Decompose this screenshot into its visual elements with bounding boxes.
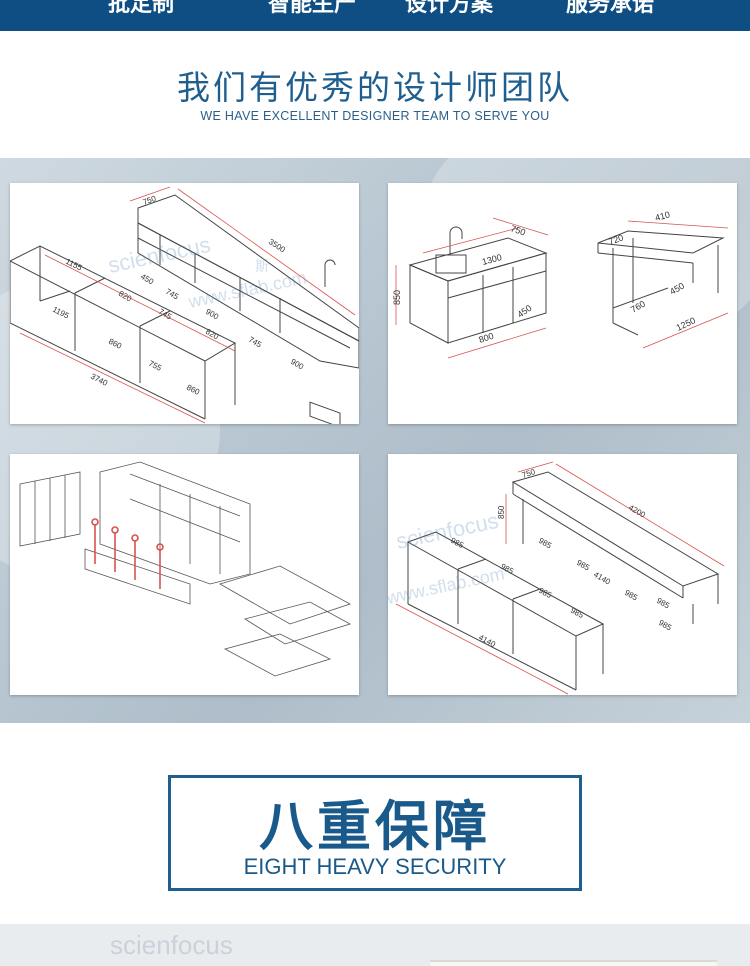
dim-label: 985 [537,536,554,551]
dim-label: 750 [521,467,537,480]
design-drawing-2[interactable]: 750 1300 850 800 450 410 720 450 760 125… [388,183,737,424]
nav-item-custom[interactable]: 批定制 [108,0,175,17]
dim-label: 745 [247,335,264,350]
dim-label: 1300 [481,252,503,267]
design-drawing-1[interactable]: 750 3500 1155 450 745 900 820 745 820 74… [10,183,359,424]
dim-label: 850 [392,290,402,305]
dim-label: 450 [515,303,533,320]
dim-label: 985 [575,558,592,573]
security-subtitle: EIGHT HEAVY SECURITY [243,854,507,879]
dim-label: 1195 [51,305,71,321]
dim-label: 985 [537,586,553,600]
dim-label: 820 [204,327,221,342]
dim-label: 800 [478,331,495,345]
watermark-text: scienfocus [394,508,501,554]
dim-label: 985 [657,618,674,633]
dim-label: 755 [147,359,163,373]
dim-label: 900 [204,307,221,322]
dim-label: 450 [668,281,686,297]
dim-label: 850 [497,505,506,519]
frame-drawing-svg: 750 4200 850 985 985 985 4140 985 985 98… [388,461,725,695]
dim-label: 750 [142,194,158,207]
watermark-text: scienfocus [110,930,233,960]
design-gallery: 750 3500 1155 450 745 900 820 745 820 74… [0,158,750,723]
sink-drawing-svg: 750 1300 850 800 450 410 720 450 760 125… [392,209,729,359]
security-title: 八重保障 [259,795,491,858]
dim-label: 720 [607,232,625,247]
nav-item-design[interactable]: 设计方案 [405,0,494,17]
dim-label: 410 [654,209,671,223]
watermark-url: www.sflab.com [186,267,309,312]
dim-label: 3500 [267,237,287,255]
security-title-box: 八重保障 EIGHT HEAVY SECURITY [168,775,582,891]
watermark-url: www.sflab.com [388,563,506,608]
dim-label: 745 [164,287,181,302]
design-drawing-4[interactable]: 750 4200 850 985 985 985 4140 985 985 98… [388,454,737,695]
team-subtitle: WE HAVE EXCELLENT DESIGNER TEAM TO SERVE… [200,109,550,123]
security-section-header: 八重保障 EIGHT HEAVY SECURITY [0,723,750,924]
dim-label: 860 [185,383,201,397]
dim-label: 745 [157,307,174,322]
dim-label: 4140 [592,570,612,587]
dim-label: 985 [569,606,585,620]
dim-label: 860 [107,337,123,351]
design-drawing-3[interactable] [10,454,359,695]
lab-layout-svg [19,461,352,677]
dim-label: 450 [139,272,156,287]
dim-label: 750 [509,223,526,237]
watermark-text: scienfocus [106,232,213,278]
dim-label: 985 [623,588,640,603]
dim-label: 900 [289,357,306,372]
bench-drawing-svg: 750 3500 1155 450 745 900 820 745 820 74… [10,186,359,424]
nav-item-production[interactable]: 智能生产 [268,0,357,17]
dim-label: 3740 [89,372,109,388]
top-nav-bar: 批定制 智能生产 设计方案 服务承诺 [0,0,750,31]
dim-label: 4140 [477,633,497,650]
watermark-cn: 斯 [255,258,269,274]
team-section-header: 我们有优秀的设计师团队 WE HAVE EXCELLENT DESIGNER T… [0,31,750,158]
team-title: 我们有优秀的设计师团队 [177,68,573,107]
nav-item-service[interactable]: 服务承诺 [566,0,655,17]
bottom-section: scienfocus [0,924,750,966]
dim-label: 985 [655,596,672,611]
dim-label: 1155 [64,257,84,273]
product-photo [430,960,717,966]
